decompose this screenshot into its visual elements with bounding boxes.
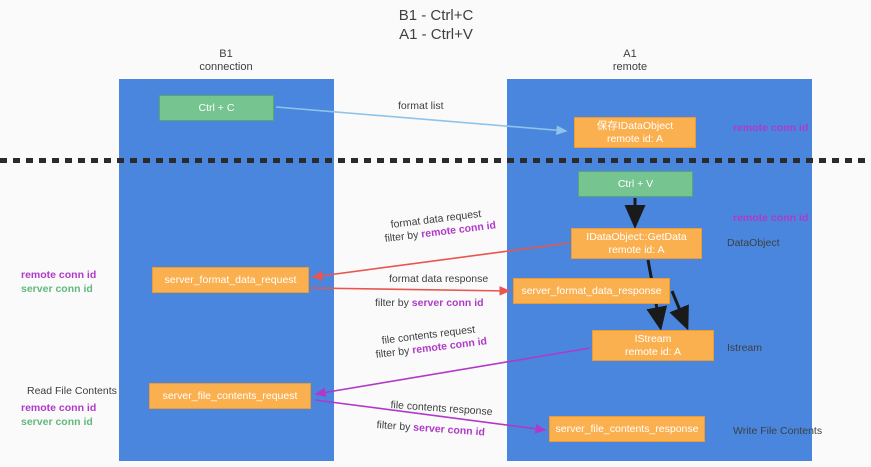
node-server-file-contents-request[interactable]: server_file_contents_request xyxy=(149,383,311,409)
node-server-format-data-response[interactable]: server_format_data_response xyxy=(513,278,670,304)
node-data-object[interactable]: 保存IDataObject remote id: A xyxy=(574,117,696,148)
annotation-server-conn-id: server conn id xyxy=(21,283,93,295)
node-server-file-contents-response[interactable]: server_file_contents_response xyxy=(549,416,705,442)
annotation-write-file-contents: Write File Contents xyxy=(733,425,823,437)
annotation-text: remote conn id xyxy=(733,212,809,224)
column-header-a1: A1 remote xyxy=(612,48,648,73)
server-conn-id: server conn id xyxy=(412,421,486,439)
annotation-read-file-contents: Read File Contents xyxy=(27,385,117,397)
edge-label-file-contents-response-filter: filter by server conn id xyxy=(376,419,485,439)
edge-label-format-data-response: format data response xyxy=(389,273,489,285)
annotation-dataobject: DataObject xyxy=(727,237,780,249)
annotation-left-conn-ids: remote conn id server conn id xyxy=(21,268,96,296)
filter-prefix: filter by xyxy=(376,419,414,434)
annotation-remote-conn-id: remote conn id xyxy=(21,269,97,281)
node-istream[interactable]: IStream remote id: A xyxy=(592,330,714,361)
annotation-remote-conn-id-mid: remote conn id xyxy=(733,211,808,225)
column-header-b1: B1 connection xyxy=(199,48,253,73)
annotation-server-conn-id: server conn id xyxy=(21,416,93,428)
node-ctrl-v[interactable]: Ctrl + V xyxy=(578,171,693,197)
edge-label-format-list: format list xyxy=(398,100,444,112)
annotation-remote-conn-id: remote conn id xyxy=(21,402,97,414)
annotation-left-conn-ids-lower: remote conn id server conn id xyxy=(21,401,96,429)
filter-prefix: filter by xyxy=(375,344,413,361)
server-conn-id: server conn id xyxy=(411,297,484,309)
node-server-format-data-request[interactable]: server_format_data_request xyxy=(152,267,309,293)
phase-divider xyxy=(0,158,871,163)
edge-label-format-data-response-filter: filter by server conn id xyxy=(375,297,484,309)
annotation-remote-conn-id-top: remote conn id xyxy=(733,121,808,135)
node-idataobject-getdata[interactable]: IDataObject::GetData remote id: A xyxy=(571,228,702,259)
filter-prefix: filter by xyxy=(384,228,422,245)
node-ctrl-c[interactable]: Ctrl + C xyxy=(159,95,274,121)
annotation-istream: Istream xyxy=(727,342,763,354)
page-title: B1 - Ctrl+C A1 - Ctrl+V xyxy=(398,7,474,43)
edge-format-data-response xyxy=(310,286,511,296)
annotation-text: remote conn id xyxy=(733,122,809,134)
edge-label-file-contents-response: file contents response xyxy=(390,399,493,419)
filter-prefix: filter by xyxy=(375,297,412,309)
